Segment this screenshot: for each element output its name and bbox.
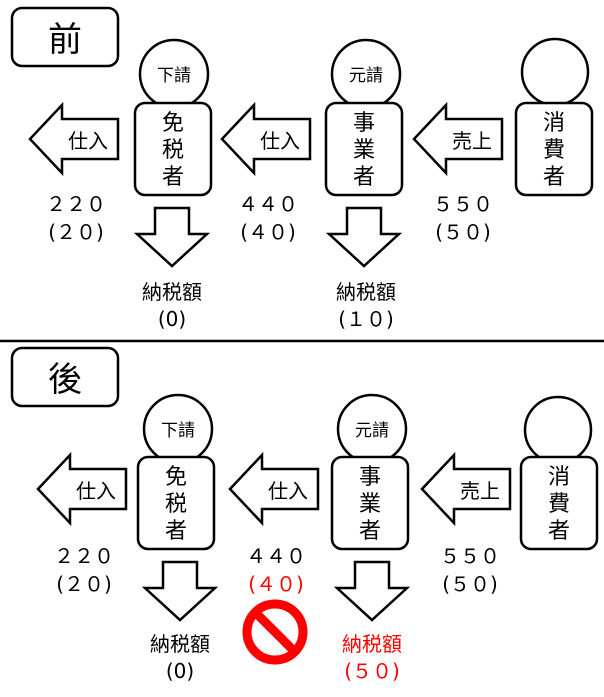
- before-consumer-name-1: 消: [543, 111, 565, 136]
- after-subcontractor-name-2: 税: [165, 492, 187, 517]
- before-amount-220-tax: (２０): [48, 220, 104, 244]
- before-amount-440-tax: (４０): [240, 220, 296, 244]
- before-purchase-left-label: 仕入: [68, 129, 108, 153]
- before-prime-body: [324, 101, 404, 197]
- after-amount-550: ５５０: [440, 544, 500, 568]
- before-sales-label: 売上: [452, 129, 492, 153]
- after-purchase-left-label: 仕入: [76, 479, 116, 503]
- after-amount-440: ４４０: [246, 544, 306, 568]
- before-sales-arrow: [412, 101, 504, 177]
- after-subcontractor-role: 下請: [161, 421, 195, 441]
- before-prime-name-2: 業: [353, 138, 375, 163]
- before-subcontractor-body: [133, 101, 213, 197]
- before-section: 前 仕入 下請 免 税 者 仕入 元請 事 業 者 売上 消 費 者 ２２０ (…: [10, 6, 594, 331]
- before-amount-220: ２２０: [46, 192, 106, 216]
- no-entry-icon: [242, 599, 308, 665]
- after-consumer-name-2: 費: [548, 492, 570, 517]
- after-purchase-arrow-mid: [228, 451, 320, 527]
- after-consumer-head: [523, 395, 593, 465]
- before-title: 前: [48, 20, 82, 60]
- after-subcontractor-name-1: 免: [165, 465, 187, 490]
- after-tax-label-prime: 納税額: [342, 632, 402, 656]
- after-tax-value-sub: (0): [166, 659, 194, 683]
- after-consumer-body: [519, 455, 599, 551]
- after-prime-name-2: 業: [359, 492, 381, 517]
- after-purchase-arrow-left: [36, 451, 128, 527]
- after-amount-440-tax: (４０): [248, 572, 304, 596]
- after-tax-arrow-prime: [333, 560, 411, 622]
- before-tax-arrow-sub: [133, 206, 211, 268]
- before-subcontractor-name-1: 免: [162, 111, 184, 136]
- after-prime-role: 元請: [355, 421, 389, 441]
- before-amount-440: ４４０: [238, 192, 298, 216]
- before-tax-value-prime: (１０): [338, 307, 394, 331]
- after-consumer-name-3: 者: [548, 519, 570, 544]
- after-amount-550-tax: (５０): [442, 572, 498, 596]
- before-purchase-arrow-left: [28, 101, 120, 177]
- before-amount-550-tax: (５０): [435, 220, 491, 244]
- before-purchase-arrow-mid: [220, 101, 312, 177]
- before-consumer-body: [514, 101, 594, 197]
- before-title-box: [10, 6, 120, 68]
- after-title-box: [10, 346, 120, 408]
- after-sales-arrow: [420, 451, 512, 527]
- after-prime-name-1: 事: [359, 465, 381, 490]
- before-subcontractor-role: 下請: [157, 66, 191, 86]
- before-consumer-name-2: 費: [543, 138, 565, 163]
- after-amount-220-tax: (２０): [56, 572, 112, 596]
- before-tax-arrow-prime: [325, 206, 403, 268]
- before-tax-label-prime: 納税額: [336, 280, 396, 304]
- before-amount-550: ５５０: [433, 192, 493, 216]
- before-consumer-name-3: 者: [543, 165, 565, 190]
- after-tax-arrow-sub: [141, 560, 219, 622]
- before-subcontractor-name-3: 者: [162, 165, 184, 190]
- before-tax-label-sub: 納税額: [142, 280, 202, 304]
- before-tax-value-sub: (0): [158, 307, 186, 331]
- before-consumer-head: [520, 37, 590, 107]
- after-tax-value-prime: (５０): [344, 659, 400, 683]
- after-amount-220: ２２０: [54, 544, 114, 568]
- before-prime-name-3: 者: [353, 165, 375, 190]
- after-prime-name-3: 者: [359, 519, 381, 544]
- before-purchase-mid-label: 仕入: [260, 129, 300, 153]
- before-prime-name-1: 事: [353, 111, 375, 136]
- after-sales-label: 売上: [460, 479, 500, 503]
- after-section: 後 仕入 下請 免 税 者 仕入 元請 事 業 者 売上 消 費 者 ２２０ (…: [10, 346, 599, 683]
- after-purchase-mid-label: 仕入: [268, 479, 308, 503]
- after-prime-body: [330, 455, 410, 551]
- after-tax-label-sub: 納税額: [150, 632, 210, 656]
- after-subcontractor-name-3: 者: [165, 519, 187, 544]
- after-consumer-name-1: 消: [548, 465, 570, 490]
- after-subcontractor-body: [136, 455, 216, 551]
- before-prime-role: 元請: [349, 66, 383, 86]
- before-subcontractor-name-2: 税: [162, 138, 184, 163]
- after-title: 後: [48, 360, 82, 400]
